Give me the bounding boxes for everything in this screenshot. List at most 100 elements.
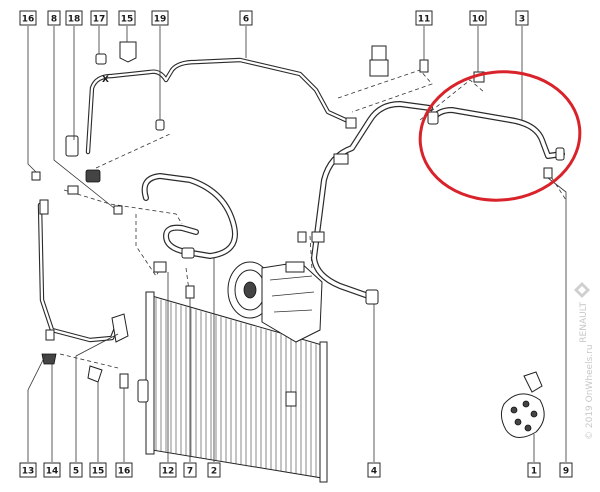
part-14-bolt-top xyxy=(45,329,55,341)
callout-number: 9 xyxy=(563,467,569,477)
callout-c15b: 15 xyxy=(89,462,107,478)
part-12-bracket xyxy=(153,261,167,273)
callout-number: 11 xyxy=(418,15,431,25)
condenser-tank-left xyxy=(145,291,155,455)
o-ring-5 xyxy=(524,424,532,432)
callout-number: 3 xyxy=(519,15,525,25)
pipe-6-fitting xyxy=(345,117,357,129)
callout-box xyxy=(65,10,83,26)
valve-body xyxy=(369,59,389,77)
callout-box xyxy=(19,10,37,26)
callout-number: 19 xyxy=(154,15,167,25)
compressor-port xyxy=(285,261,305,273)
pipe-4-clamp xyxy=(333,153,349,165)
callout-c15a: 15 xyxy=(118,10,136,26)
hose-2-12 xyxy=(141,173,238,259)
valve-cap xyxy=(371,45,387,61)
o-ring-1 xyxy=(510,406,518,414)
callout-box xyxy=(367,462,381,478)
callout-c6: 6 xyxy=(239,10,253,26)
callout-number: 13 xyxy=(22,467,35,477)
brand-logo: RENAULT xyxy=(574,282,590,343)
part-8-connector xyxy=(85,169,101,183)
brand-logo-mark xyxy=(574,282,590,298)
marker-x: X xyxy=(102,75,109,85)
pipe-5 xyxy=(37,202,123,343)
callout-box xyxy=(118,10,136,26)
callout-c11: 11 xyxy=(415,10,433,26)
callout-number: 8 xyxy=(51,15,57,25)
callout-box xyxy=(469,10,487,26)
callout-number: 18 xyxy=(68,15,81,25)
callout-box xyxy=(207,462,221,478)
callout-c1: 1 xyxy=(527,462,541,478)
callout-number: 1 xyxy=(531,467,537,477)
o-ring-3 xyxy=(530,410,538,418)
pipe-6 xyxy=(85,57,353,155)
callout-number: 4 xyxy=(371,467,377,477)
callout-box xyxy=(43,462,61,478)
callout-c9: 9 xyxy=(559,462,573,478)
ac-compressor xyxy=(227,261,323,343)
part-17-clip xyxy=(95,53,107,65)
callout-number: 5 xyxy=(73,467,79,477)
compressor-ribs xyxy=(269,275,315,313)
part-8-bolt xyxy=(113,205,123,215)
callout-c7: 7 xyxy=(183,462,197,478)
callout-c2: 2 xyxy=(207,462,221,478)
fasteners xyxy=(31,41,553,389)
condenser-bracket xyxy=(285,391,297,407)
callout-c13: 13 xyxy=(19,462,37,478)
callout-number: 17 xyxy=(93,15,106,25)
pipe-5-fitting xyxy=(67,185,79,195)
pipe-3-fitting-left xyxy=(427,111,439,125)
part-1-seal-kit xyxy=(500,371,545,438)
callout-c10: 10 xyxy=(469,10,487,26)
callout-c16b: 16 xyxy=(115,462,133,478)
pipe-4-bolt xyxy=(297,231,307,243)
part-7-bolt xyxy=(185,285,195,299)
part-9-bolt xyxy=(543,167,553,179)
callout-box xyxy=(239,10,253,26)
callout-box xyxy=(415,10,433,26)
condenser-fins xyxy=(155,298,322,478)
part-18-sensor xyxy=(65,135,79,157)
part-19-bolt xyxy=(155,119,165,131)
callout-box xyxy=(159,462,177,478)
callout-number: 14 xyxy=(46,467,59,477)
seal-kit-card xyxy=(500,393,545,438)
callout-number: 15 xyxy=(92,467,105,477)
part-15-bracket xyxy=(119,41,137,63)
callout-c3: 3 xyxy=(515,10,529,26)
pipe-4 xyxy=(311,101,433,301)
callout-number: 16 xyxy=(118,467,131,477)
callout-box xyxy=(69,462,83,478)
callout-box xyxy=(19,462,37,478)
watermark-text: © 2019 OnWheels.ru xyxy=(585,344,595,440)
part-14-clamp xyxy=(41,353,57,365)
callout-number: 7 xyxy=(187,467,193,477)
callout-c18: 18 xyxy=(65,10,83,26)
callout-c5: 5 xyxy=(69,462,83,478)
expansion-valve xyxy=(369,45,389,77)
part-15-clip xyxy=(87,365,103,383)
dashed-guides xyxy=(59,69,567,369)
pipe-4-fitting xyxy=(365,289,379,305)
condenser-tank-right xyxy=(319,341,328,483)
o-ring-2 xyxy=(522,400,530,408)
callout-number: 15 xyxy=(121,15,134,25)
pipe-3-fitting-right xyxy=(555,147,565,161)
callout-box xyxy=(90,10,108,26)
callout-number: 6 xyxy=(243,15,249,25)
callout-box xyxy=(527,462,541,478)
callout-c12: 12 xyxy=(159,462,177,478)
pipe-3 xyxy=(427,107,565,161)
callout-c14: 14 xyxy=(43,462,61,478)
seal-kit-tag xyxy=(523,371,543,393)
part-16-bolt-lower xyxy=(119,373,129,389)
brand-logo-text: RENAULT xyxy=(579,302,589,343)
callout-c8: 8 xyxy=(47,10,61,26)
